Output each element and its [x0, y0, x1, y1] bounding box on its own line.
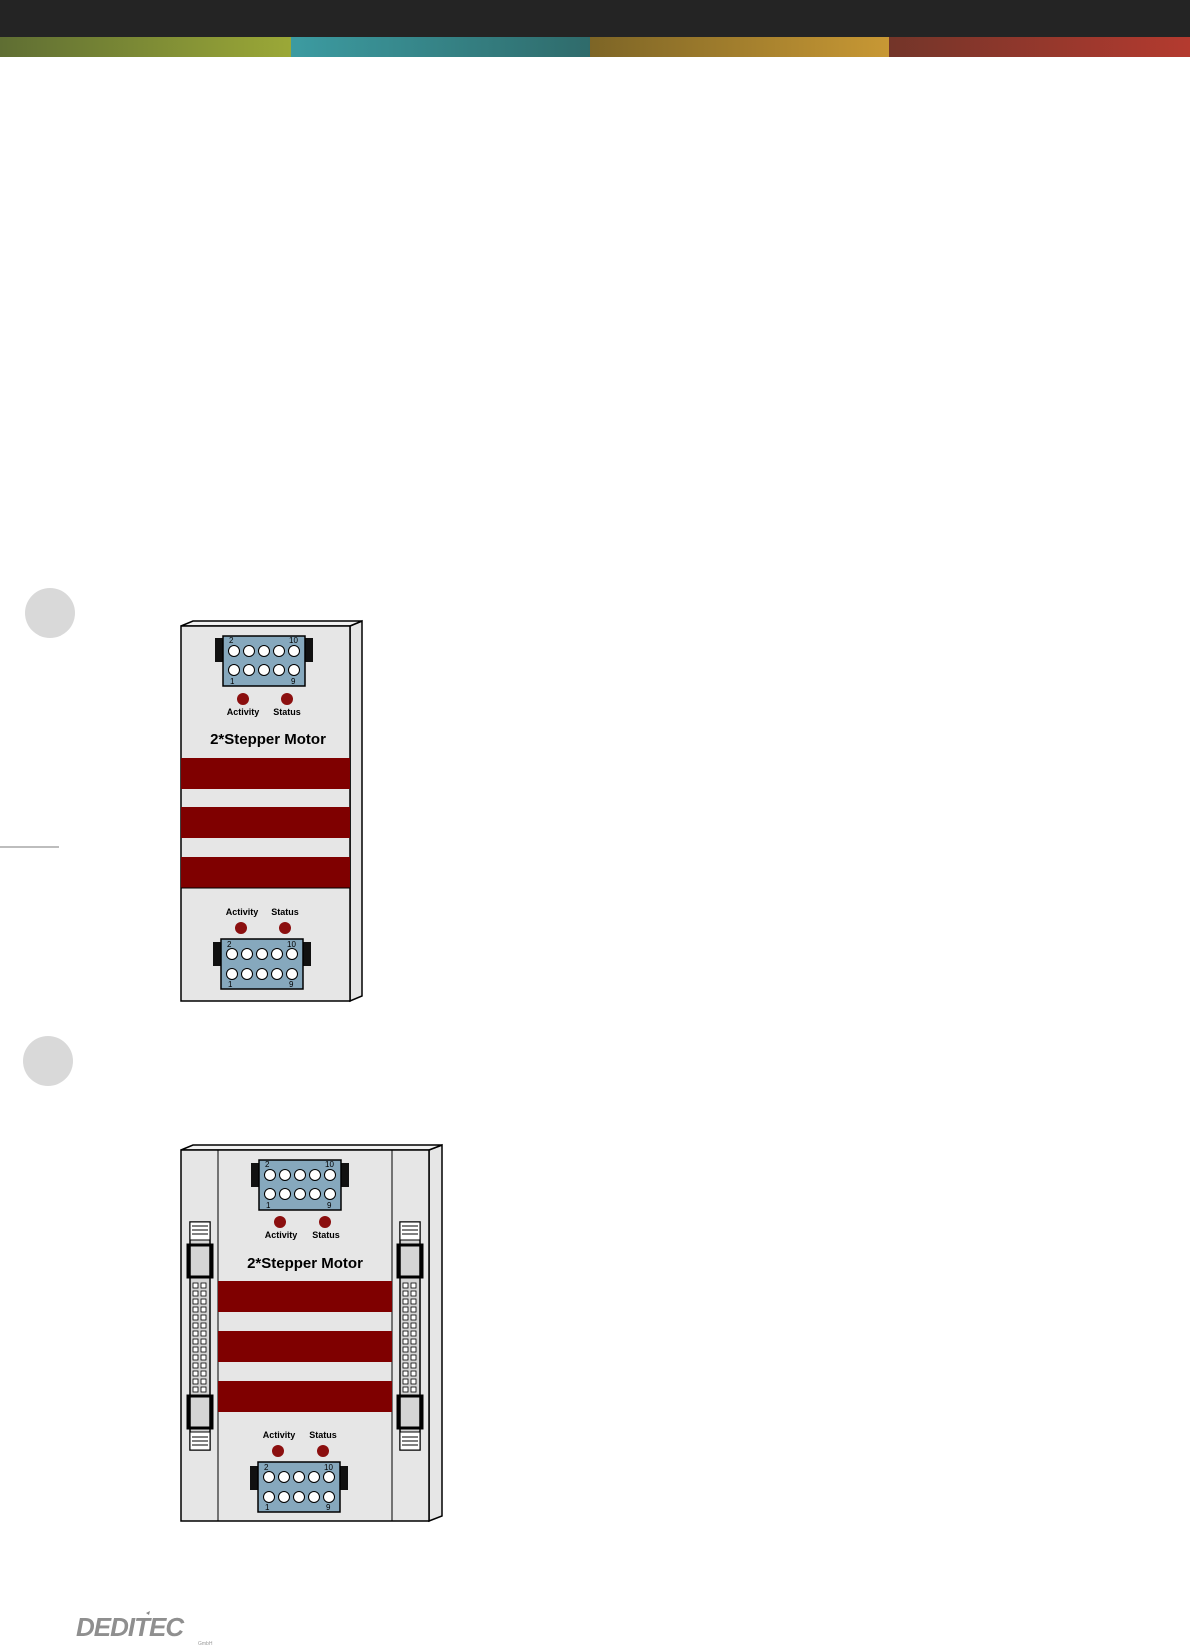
connector-latch-left [251, 1163, 261, 1187]
stepper-module-large-illustration: 2 10 1 9 Activity Status 2*Stepper Motor… [180, 1143, 443, 1523]
activity-led-bottom [272, 1445, 284, 1457]
connector-latch-right [301, 942, 311, 966]
activity-label: Activity [265, 1230, 298, 1240]
housing-side [349, 619, 363, 1003]
label-strip-2 [218, 1331, 392, 1362]
margin-rule [0, 846, 59, 848]
status-led [319, 1216, 331, 1228]
status-led-bottom [279, 922, 291, 934]
activity-led [274, 1216, 286, 1228]
logo-accent-mark [146, 1611, 150, 1615]
stepper-module-small-illustration: 2 10 1 9 Activity Status 2*Stepper Motor… [180, 619, 363, 1003]
label-strip-1 [181, 758, 350, 789]
bus-connector-right [396, 1221, 424, 1451]
section-marker-2 [23, 1036, 73, 1086]
bottom-connector: 2 10 1 9 [213, 938, 311, 990]
activity-label-bottom: Activity [263, 1430, 296, 1440]
connector-latch-right [338, 1466, 348, 1490]
pin-label-1: 1 [230, 677, 235, 686]
label-strip-3 [218, 1381, 392, 1412]
pin-label-10: 10 [324, 1463, 333, 1472]
housing-side [428, 1143, 443, 1523]
header-stripe-olive [0, 37, 291, 57]
pin-label-9: 9 [327, 1201, 332, 1210]
connector-latch-left [250, 1466, 260, 1490]
connector-latch-right [303, 638, 313, 662]
status-label: Status [273, 707, 301, 717]
pin-label-10: 10 [289, 636, 298, 645]
top-connector: 2 10 1 9 [215, 635, 313, 687]
pin-label-9: 9 [291, 677, 296, 686]
pin-label-1: 1 [228, 980, 233, 989]
activity-led [237, 693, 249, 705]
header-stripe-red [889, 37, 1190, 57]
header-stripe-ochre [590, 37, 889, 57]
pin-label-9: 9 [289, 980, 294, 989]
connector-latch-left [215, 638, 225, 662]
label-strip-3 [181, 857, 350, 888]
pin-label-10: 10 [325, 1160, 334, 1169]
deditec-logo: DEDITEC GmbH [76, 1611, 213, 1647]
status-led [281, 693, 293, 705]
pin-label-2: 2 [227, 940, 232, 949]
connector-body [257, 1461, 341, 1513]
activity-label-bottom: Activity [226, 907, 259, 917]
bus-connector-left [186, 1221, 214, 1451]
connector-body [220, 938, 304, 990]
logo-subtext: GmbH [198, 1641, 213, 1647]
pin-label-1: 1 [266, 1201, 271, 1210]
status-label-bottom: Status [309, 1430, 337, 1440]
connector-body [222, 635, 306, 687]
label-strip-2 [181, 807, 350, 838]
status-label: Status [312, 1230, 340, 1240]
section-marker-1 [25, 588, 75, 638]
pin-label-10: 10 [287, 940, 296, 949]
module-title: 2*Stepper Motor [210, 731, 326, 748]
logo-text: DEDITEC [76, 1612, 185, 1642]
activity-label: Activity [227, 707, 260, 717]
pin-label-9: 9 [326, 1503, 331, 1512]
header-bar [0, 0, 1190, 37]
pin-label-2: 2 [229, 636, 234, 645]
connector-latch-left [213, 942, 223, 966]
connector-body [258, 1159, 342, 1211]
pin-label-1: 1 [265, 1503, 270, 1512]
bottom-connector: 2 10 1 9 [250, 1461, 348, 1513]
top-connector: 2 10 1 9 [251, 1159, 349, 1211]
activity-led-bottom [235, 922, 247, 934]
header-stripe-teal [291, 37, 590, 57]
status-label-bottom: Status [271, 907, 299, 917]
pin-label-2: 2 [264, 1463, 269, 1472]
label-strip-1 [218, 1281, 392, 1312]
status-led-bottom [317, 1445, 329, 1457]
connector-latch-right [339, 1163, 349, 1187]
module-title: 2*Stepper Motor [247, 1255, 363, 1272]
pin-label-2: 2 [265, 1160, 270, 1169]
